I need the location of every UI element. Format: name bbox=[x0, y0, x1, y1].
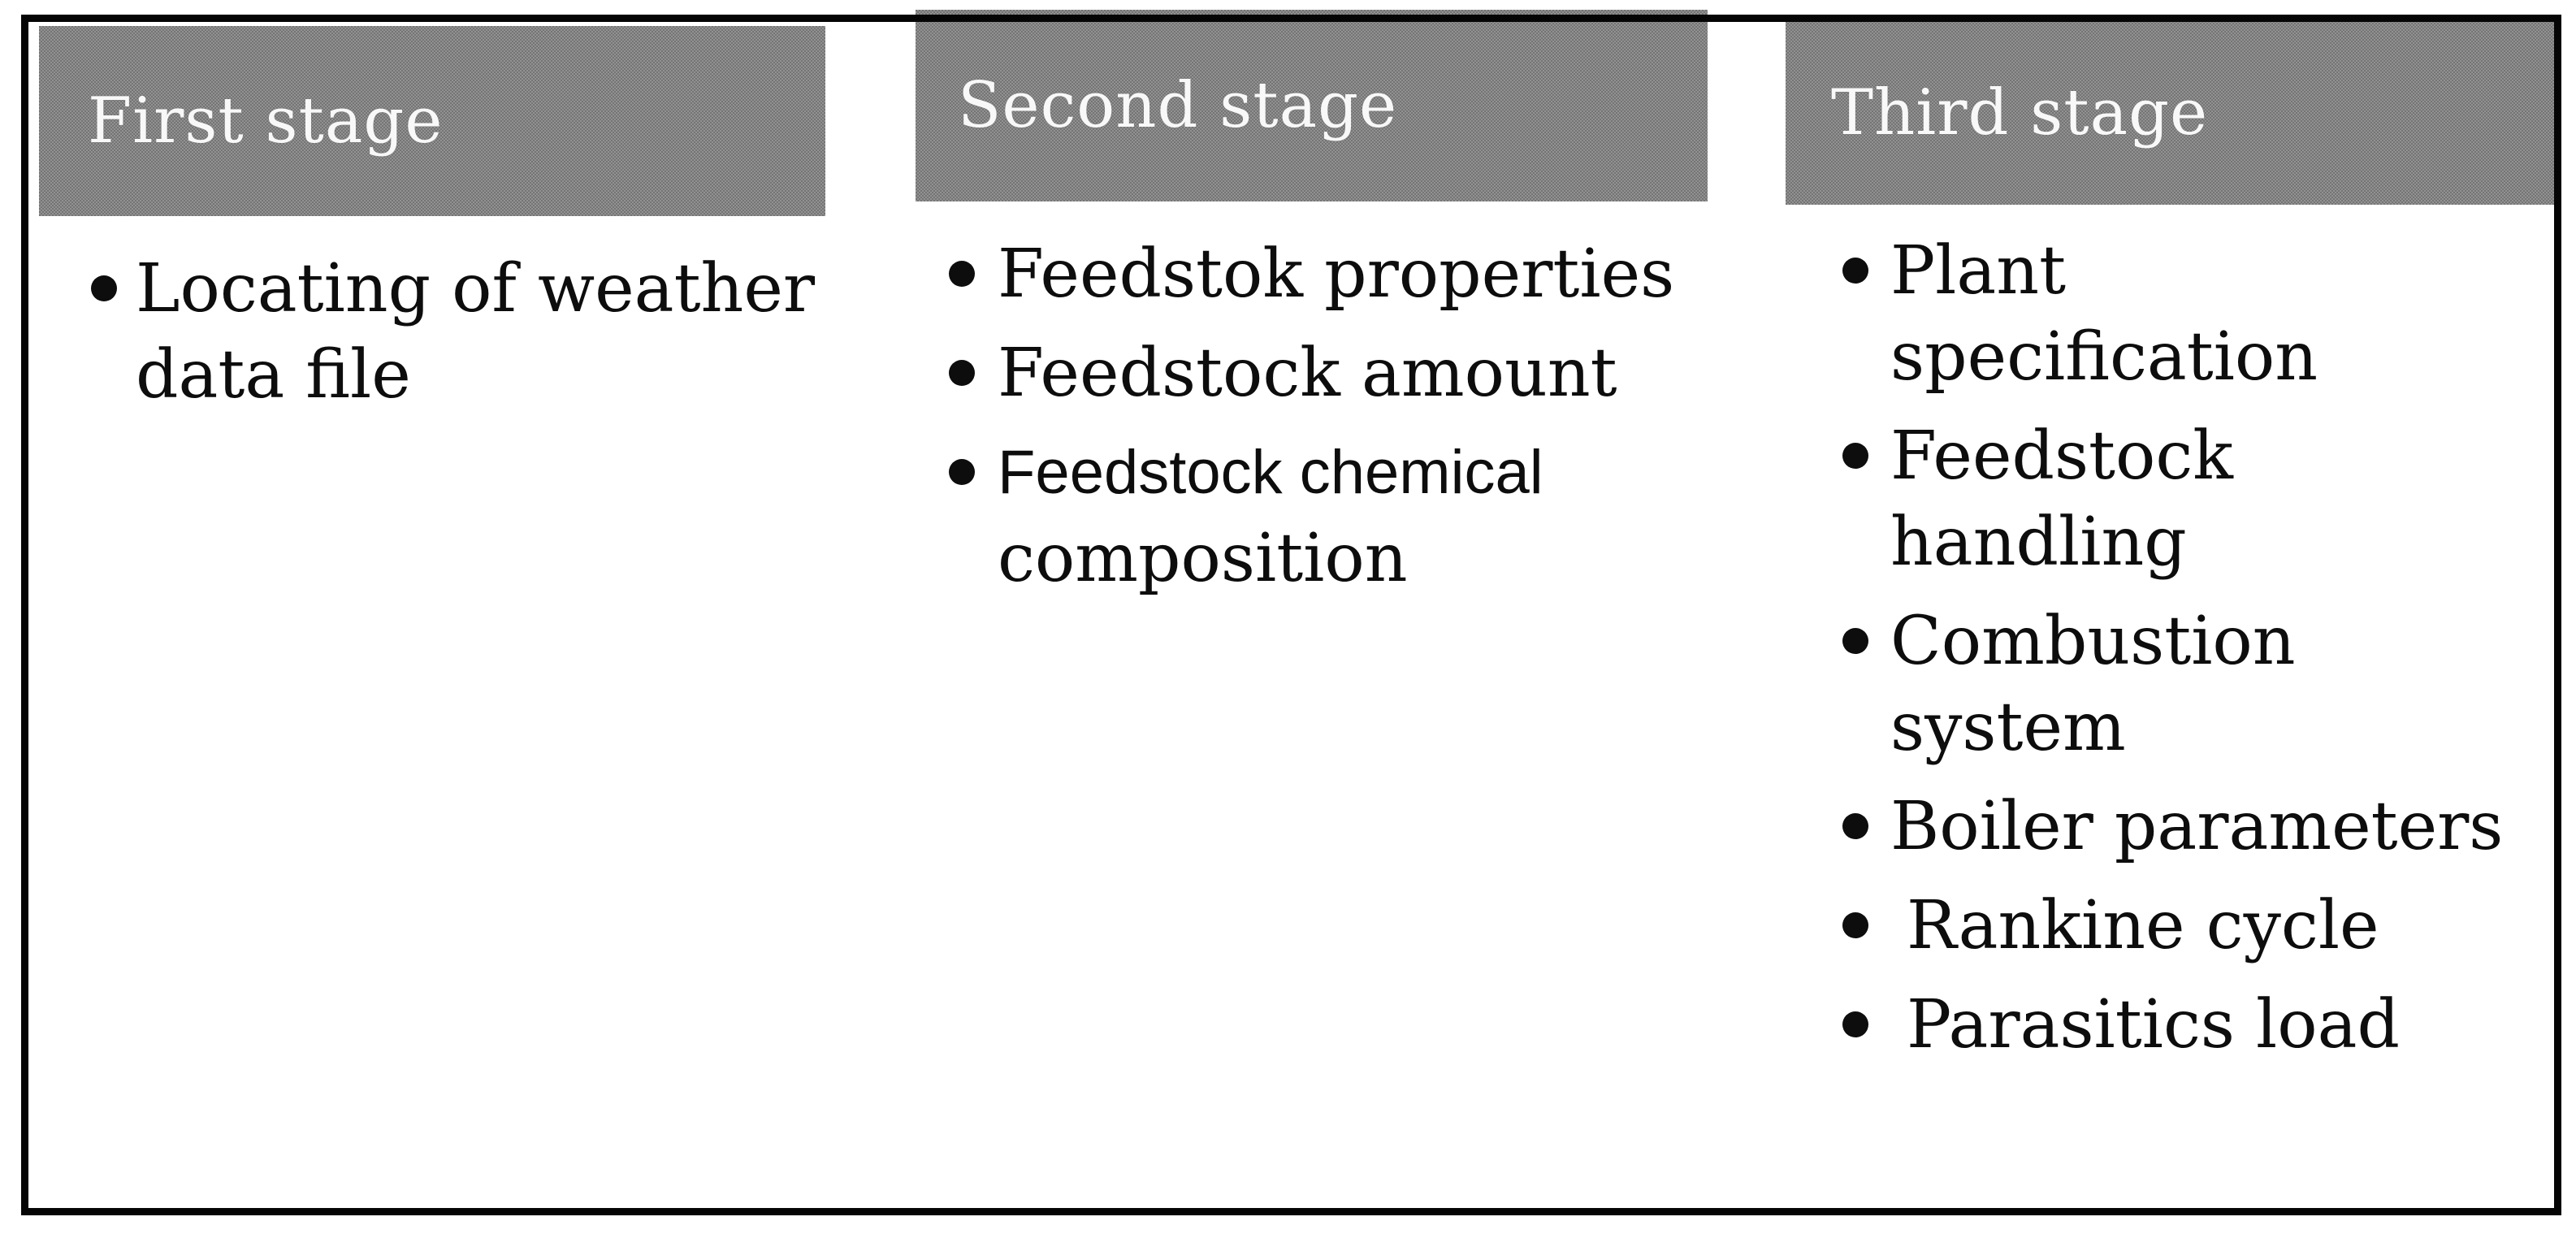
list-item: Rankine cycle bbox=[1842, 883, 2503, 969]
list-item-line: Boiler parameters bbox=[1890, 788, 2504, 865]
list-item-line: handling bbox=[1890, 504, 2187, 581]
stage-list-second: Feedstok properties Feedstock amount Fee… bbox=[949, 232, 1674, 615]
list-item-line: Rankine cycle bbox=[1907, 887, 2379, 964]
stage-header-first: First stage bbox=[39, 26, 825, 216]
list-item: Feedstock chemical composition bbox=[949, 430, 1674, 602]
bullet-icon bbox=[1842, 258, 1868, 284]
list-item: Parasitics load bbox=[1842, 982, 2503, 1068]
stage-header-third: Third stage bbox=[1786, 21, 2555, 205]
list-item-line: Combustion bbox=[1890, 603, 2296, 680]
list-item-line: Plant bbox=[1890, 232, 2067, 310]
bullet-icon bbox=[1842, 628, 1868, 654]
bullet-icon bbox=[949, 360, 975, 386]
bullet-icon bbox=[1842, 443, 1868, 469]
bullet-icon bbox=[1842, 813, 1868, 839]
stage-list-first: Locating of weather data file bbox=[91, 246, 815, 431]
stage-header-second: Second stage bbox=[916, 10, 1708, 201]
stage-header-second-label: Second stage bbox=[958, 69, 1398, 142]
stage-header-first-label: First stage bbox=[88, 84, 444, 158]
list-item-line: specification bbox=[1890, 318, 2318, 396]
list-item: Feedstock amount bbox=[949, 331, 1674, 417]
list-item-line: composition bbox=[998, 520, 1408, 597]
list-item: Boiler parameters bbox=[1842, 784, 2503, 870]
list-item-line: Feedstok properties bbox=[998, 236, 1675, 313]
list-item-line: Feedstock amount bbox=[998, 335, 1617, 412]
bullet-icon bbox=[1842, 1011, 1868, 1037]
stage-header-third-label: Third stage bbox=[1831, 76, 2209, 149]
list-item-line: Feedstock chemical bbox=[998, 438, 1543, 507]
list-item-line: system bbox=[1890, 689, 2126, 766]
stage-list-third: Plant specification Feedstock handling C… bbox=[1842, 228, 2503, 1081]
list-item-line: Parasitics load bbox=[1907, 986, 2400, 1063]
list-item-line: data file bbox=[136, 336, 411, 413]
list-item: Combustion system bbox=[1842, 599, 2503, 771]
bullet-icon bbox=[949, 261, 975, 287]
bullet-icon bbox=[91, 275, 117, 301]
list-item: Feedstock handling bbox=[1842, 413, 2503, 586]
bullet-icon bbox=[949, 459, 975, 485]
list-item-line: Locating of weather bbox=[136, 250, 816, 327]
list-item: Locating of weather data file bbox=[91, 246, 815, 418]
list-item: Plant specification bbox=[1842, 228, 2503, 401]
bullet-icon bbox=[1842, 912, 1868, 938]
list-item: Feedstok properties bbox=[949, 232, 1674, 318]
list-item-line: Feedstock bbox=[1890, 418, 2233, 495]
